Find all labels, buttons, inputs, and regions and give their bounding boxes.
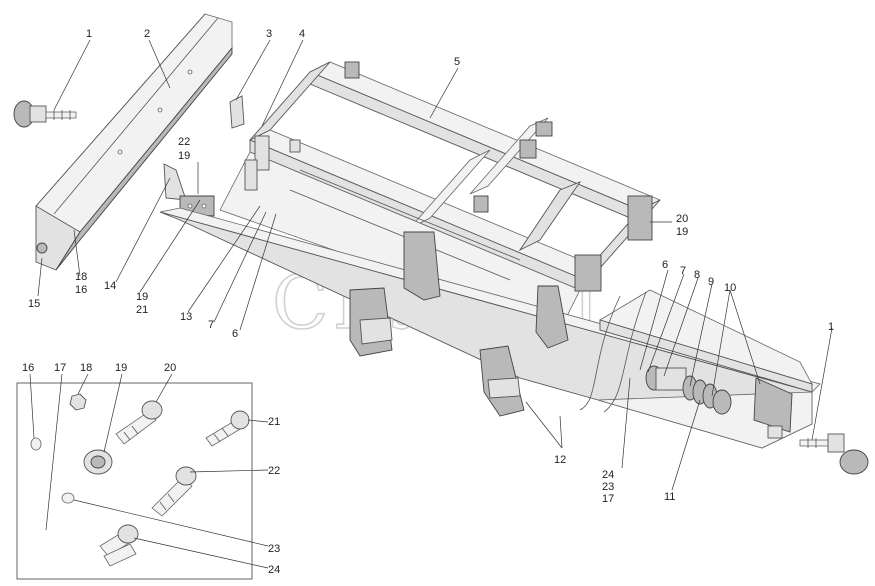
callout-12: 12 [554,454,566,466]
fastener-detail-inset: 16 17 18 19 20 21 22 23 24 [16,362,280,580]
part-1-end-connector-right [799,433,869,475]
part-17-washer [61,492,75,504]
part-21-bolt [205,410,250,447]
inset-callout-18: 18 [80,362,92,374]
part-24-screw [103,543,137,567]
inset-callout-21: 21 [268,416,280,428]
part-14-bracket-plate [163,163,187,201]
callout-11: 11 [664,491,675,503]
part-2-side-rail [35,13,233,271]
callout-1-left: 1 [86,28,92,40]
part-20-bolt [115,400,163,445]
callout-15: 15 [28,298,40,310]
inset-callout-20: 20 [164,362,176,374]
callout-24-lower: 24 [602,469,614,481]
callout-3: 3 [266,28,272,40]
callout-10: 10 [724,282,736,294]
callout-4: 4 [299,28,305,40]
callout-9: 9 [708,276,714,288]
part-23-screw [99,524,139,557]
part-right-housing [579,289,813,413]
leader-lines [37,39,833,491]
callout-19-upper: 19 [178,150,190,162]
main-callouts: 1 2 3 4 5 22 19 20 19 6 7 8 9 10 18 16 1… [28,28,834,505]
callout-2: 2 [144,28,150,40]
part-10-end-block [753,377,793,439]
inset-callout-17: 17 [54,362,66,374]
callout-5: 5 [454,56,460,68]
callout-14: 14 [104,280,116,292]
part-12-support-brackets [349,231,569,417]
part-22-bolt [151,466,197,517]
callout-22-upper: 22 [178,136,190,148]
part-3-gusset-plate [229,95,245,129]
callout-1-right: 1 [828,321,834,333]
part-16-washer [30,437,42,451]
callout-23-lower: 23 [602,481,614,493]
callout-7-right: 7 [680,265,686,277]
part-11-bellows [645,365,732,415]
part-1-end-connector-left [13,100,77,128]
callout-16-left: 16 [75,284,87,296]
callout-19-lower: 19 [136,291,148,303]
inset-callout-22: 22 [268,465,280,477]
callout-19-right: 19 [676,226,688,238]
callout-18-left: 18 [75,271,87,283]
inset-callout-23: 23 [268,543,280,555]
callout-8: 8 [694,269,700,281]
part-19-nut-large [83,449,113,475]
callout-6-left: 6 [232,328,238,340]
inset-callout-24: 24 [268,564,280,576]
inset-callout-19: 19 [115,362,127,374]
callout-17-lower: 17 [602,493,614,505]
inset-callout-16: 16 [22,362,34,374]
callout-13: 13 [180,311,192,323]
callout-21-lower: 21 [136,304,148,316]
part-5-main-frame [219,61,661,331]
part-18-nut [69,393,87,411]
callout-6-right: 6 [662,259,668,271]
callout-7-left: 7 [208,319,214,331]
callout-20-right: 20 [676,213,688,225]
